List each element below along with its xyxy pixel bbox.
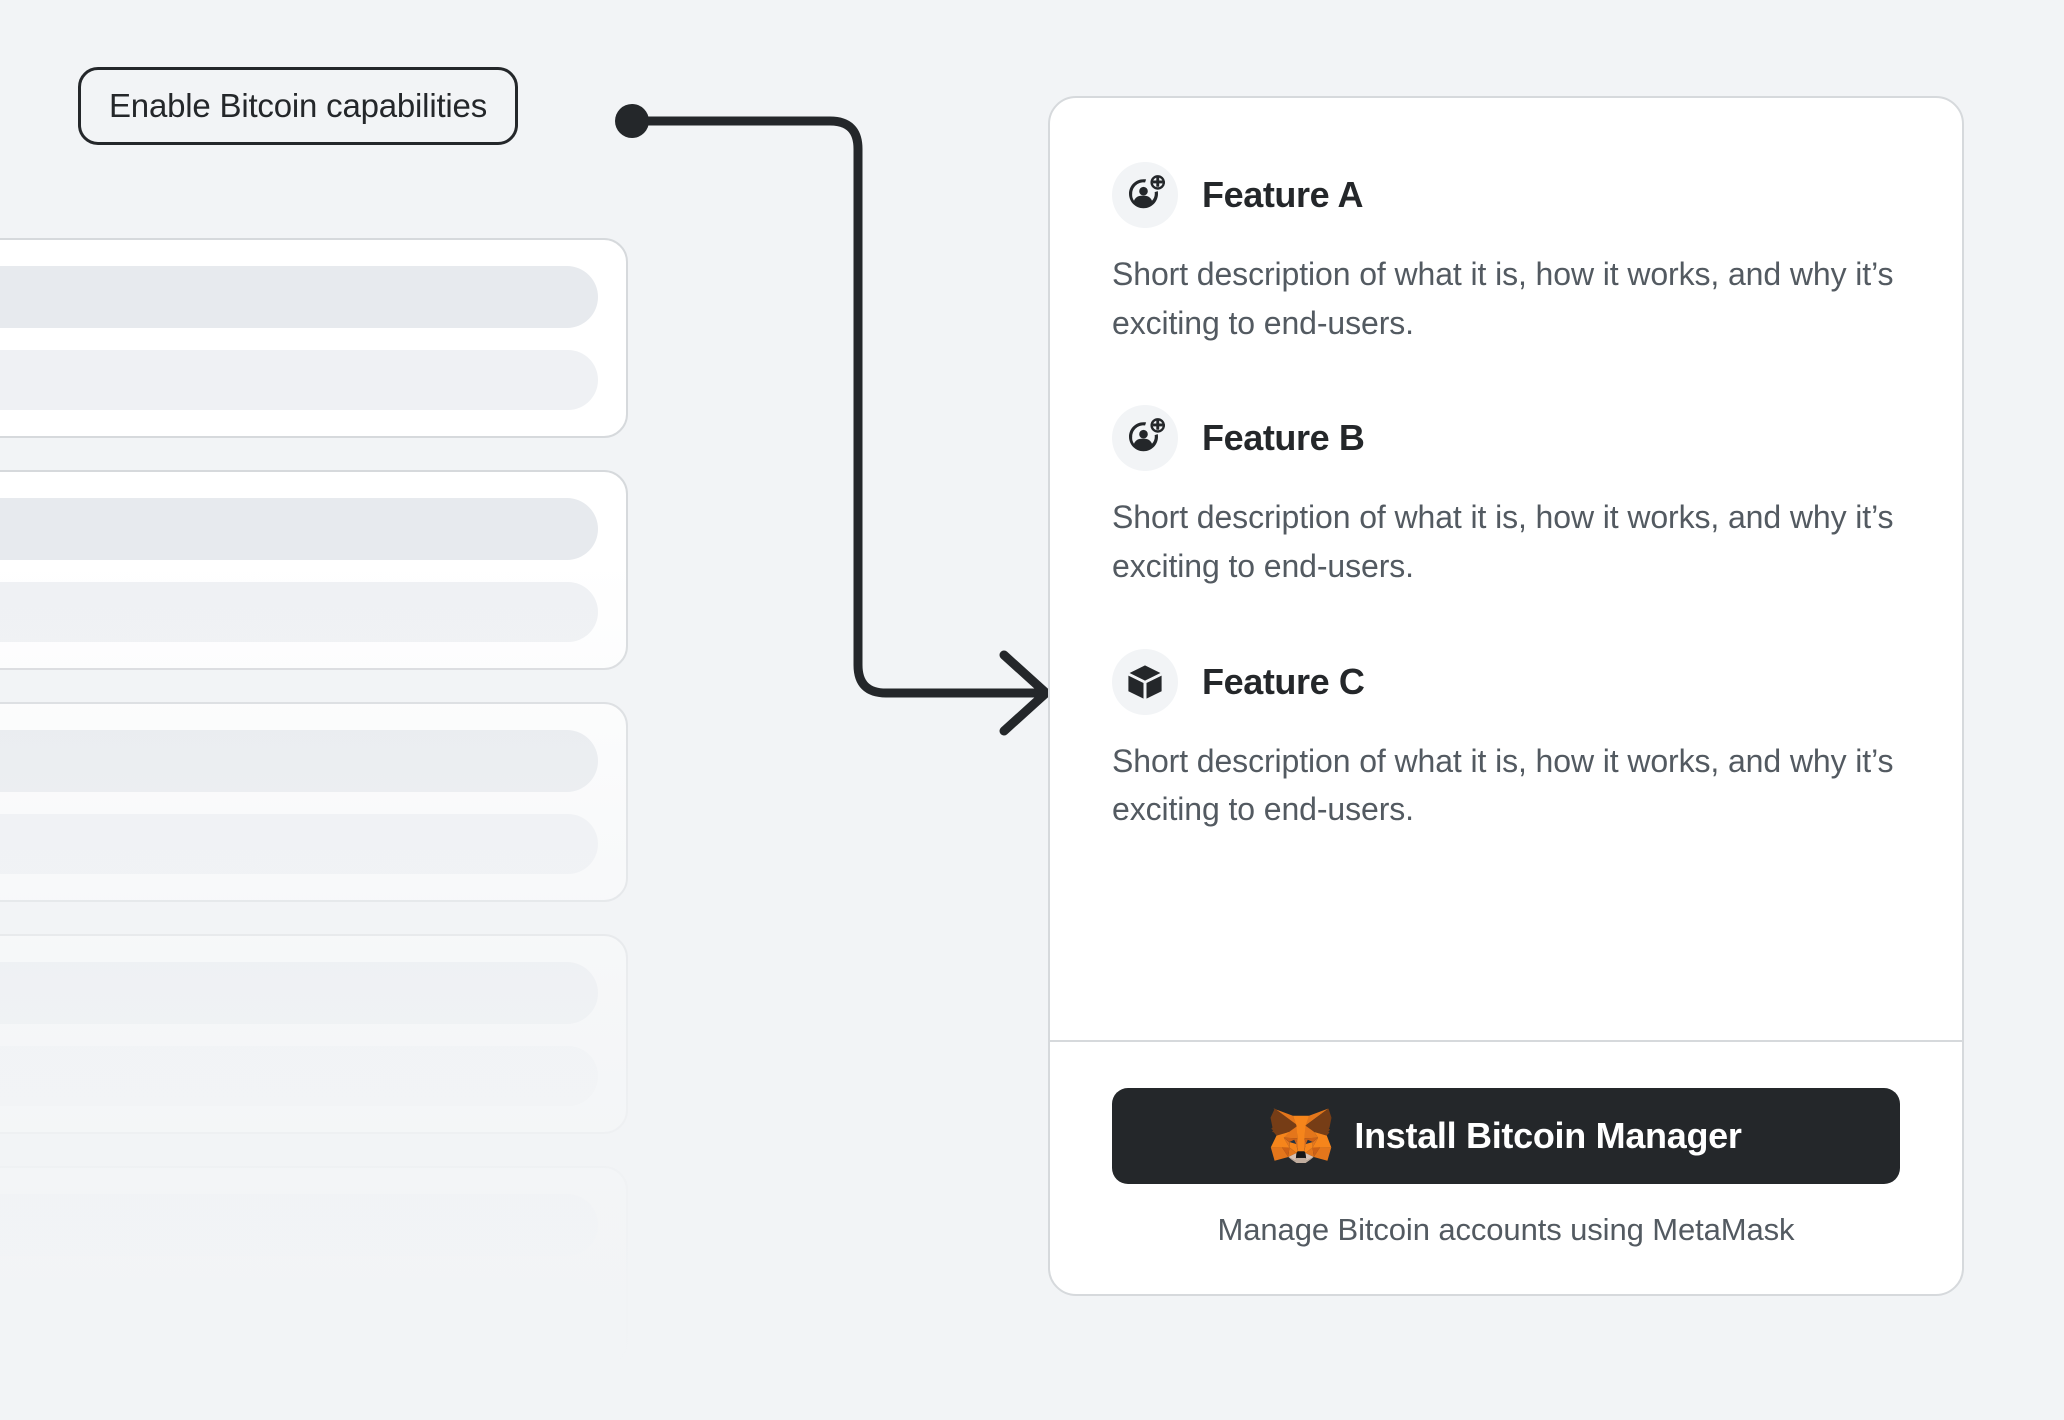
skeleton-card bbox=[0, 1166, 628, 1366]
cube-icon bbox=[1112, 648, 1178, 715]
feature-description: Short description of what it is, how it … bbox=[1112, 742, 1894, 828]
card-divider bbox=[1050, 1040, 1962, 1042]
feature-header: Feature B bbox=[1112, 405, 1900, 472]
connector-dot bbox=[615, 104, 649, 138]
feature-title: Feature C bbox=[1202, 660, 1365, 702]
skeleton-bar-secondary bbox=[0, 350, 598, 410]
footer-note: Manage Bitcoin accounts using MetaMask bbox=[1217, 1212, 1795, 1247]
feature-list: Feature A Short description of what it i… bbox=[1050, 98, 1962, 1014]
install-button-label: Install Bitcoin Manager bbox=[1354, 1115, 1742, 1156]
feature-item: Feature A Short description of what it i… bbox=[1112, 162, 1900, 347]
skeleton-bar-secondary bbox=[0, 1278, 598, 1338]
feature-item: Feature C Short description of what it i… bbox=[1112, 648, 1900, 834]
add-account-icon bbox=[1112, 405, 1178, 472]
metamask-fox-icon bbox=[1270, 1107, 1332, 1165]
feature-description: Short description of what it is, how it … bbox=[1112, 256, 1894, 341]
feature-title: Feature B bbox=[1202, 417, 1365, 459]
card-footer: Install Bitcoin Manager Manage Bitcoin a… bbox=[1050, 1042, 1962, 1294]
connector-arrowhead bbox=[999, 650, 1051, 736]
callout-label: Enable Bitcoin capabilities bbox=[78, 67, 518, 145]
feature-item: Feature B Short description of what it i… bbox=[1112, 405, 1900, 590]
skeleton-bar-primary bbox=[0, 266, 598, 328]
connector-path bbox=[632, 116, 1046, 698]
feature-title: Feature A bbox=[1202, 174, 1364, 215]
feature-header: Feature C bbox=[1112, 648, 1900, 715]
skeleton-bar-secondary bbox=[0, 814, 598, 874]
feature-header: Feature A bbox=[1112, 162, 1900, 228]
add-account-icon bbox=[1112, 162, 1178, 228]
skeleton-bar-secondary bbox=[0, 1046, 598, 1106]
skeleton-bar-primary bbox=[0, 1194, 598, 1256]
skeleton-card bbox=[0, 470, 628, 670]
install-bitcoin-manager-button[interactable]: Install Bitcoin Manager bbox=[1112, 1088, 1900, 1184]
bitcoin-capabilities-card: Feature A Short description of what it i… bbox=[1048, 96, 1964, 1296]
skeleton-bar-secondary bbox=[0, 582, 598, 642]
skeleton-card bbox=[0, 934, 628, 1134]
skeleton-card bbox=[0, 238, 628, 438]
skeleton-bar-primary bbox=[0, 498, 598, 560]
callout-label-text: Enable Bitcoin capabilities bbox=[109, 87, 487, 124]
skeleton-card bbox=[0, 702, 628, 902]
feature-description: Short description of what it is, how it … bbox=[1112, 499, 1894, 584]
skeleton-bar-primary bbox=[0, 730, 598, 792]
skeleton-bar-primary bbox=[0, 962, 598, 1024]
